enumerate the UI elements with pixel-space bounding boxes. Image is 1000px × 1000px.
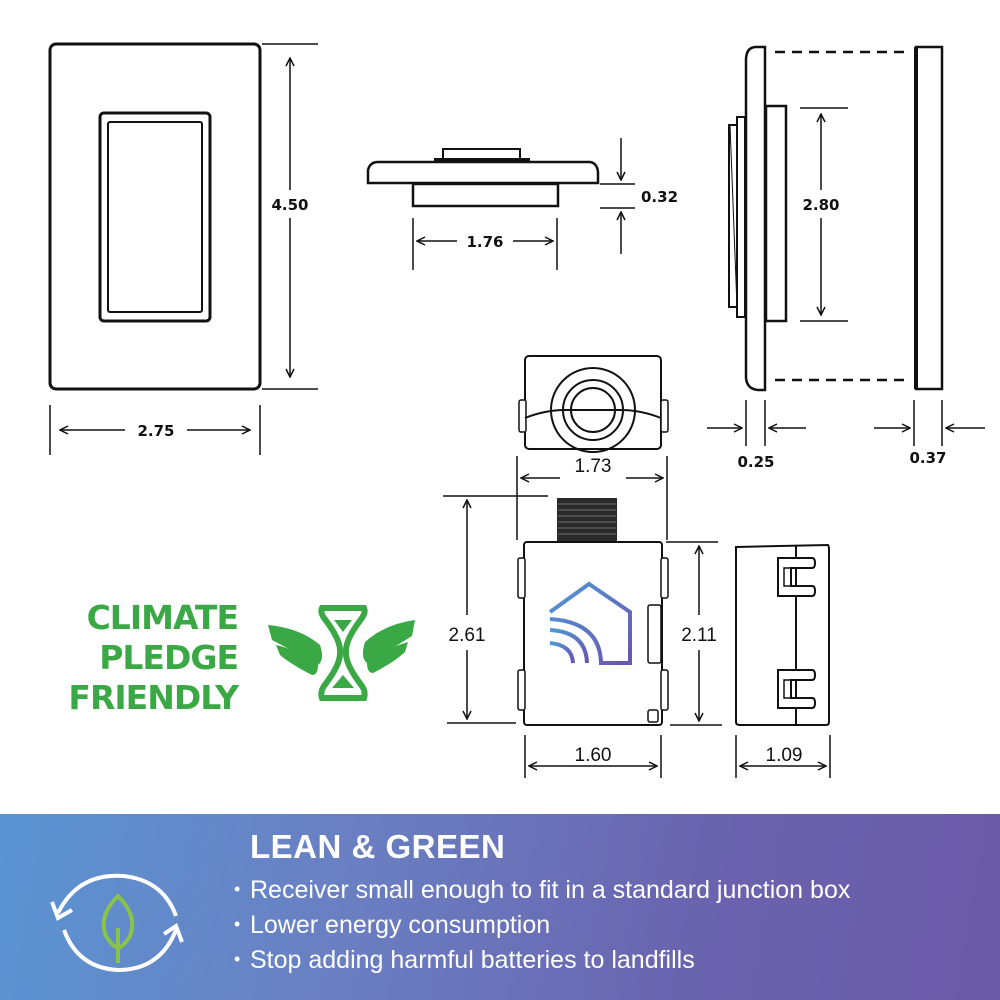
dim-receiver-top-width: 1.73 bbox=[575, 456, 612, 477]
dim-side-plate: 0.25 bbox=[737, 453, 774, 471]
dim-top-depth: 0.32 bbox=[641, 188, 678, 206]
lean-green-banner bbox=[0, 814, 1000, 1000]
receiver-top-view: 1.73 bbox=[516, 355, 669, 540]
logo-line-3: FRIENDLY bbox=[68, 678, 239, 717]
dim-receiver-body-height: 2.11 bbox=[681, 625, 717, 646]
logo-line-2: PLEDGE bbox=[99, 638, 239, 677]
dim-front-width: 2.75 bbox=[137, 422, 174, 440]
logo-line-1: CLIMATE bbox=[86, 598, 239, 637]
winged-hourglass-icon bbox=[268, 605, 415, 701]
front-plate-view: 4.50 2.75 bbox=[48, 42, 318, 455]
dim-receiver-side-depth: 1.09 bbox=[766, 745, 803, 766]
dim-receiver-front-width: 1.60 bbox=[575, 745, 612, 766]
side-view: 2.80 0.25 0.37 bbox=[707, 45, 985, 471]
receiver-front-view: 2.61 2.11 1.60 bbox=[443, 495, 722, 778]
dim-side-backing: 0.37 bbox=[909, 449, 946, 467]
receiver-side-view: 1.09 bbox=[735, 543, 831, 778]
bullet-item: •Lower energy consumption bbox=[234, 911, 551, 939]
bullet-item: •Stop adding harmful batteries to landfi… bbox=[234, 946, 695, 974]
top-view: 1.76 0.32 bbox=[366, 138, 678, 270]
dim-side-height: 2.80 bbox=[802, 196, 839, 214]
banner-title: LEAN & GREEN bbox=[250, 828, 506, 865]
recycle-leaf-icon bbox=[50, 873, 184, 973]
banner-bullet-list: •Receiver small enough to fit in a stand… bbox=[234, 872, 850, 977]
bullet-item: •Receiver small enough to fit in a stand… bbox=[234, 876, 851, 904]
dim-front-height: 4.50 bbox=[271, 196, 308, 214]
dimension-drawings: 4.50 2.75 1.76 0.32 bbox=[48, 42, 985, 778]
smart-home-logo-icon bbox=[548, 581, 632, 665]
dim-top-width: 1.76 bbox=[466, 233, 503, 251]
dim-receiver-total-height: 2.61 bbox=[449, 625, 486, 646]
climate-pledge-friendly-logo: CLIMATE PLEDGE FRIENDLY bbox=[28, 598, 239, 718]
